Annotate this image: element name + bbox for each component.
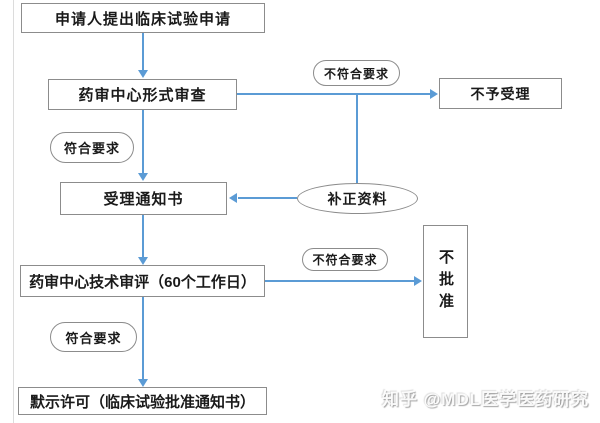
- arrow-formal-to-acceptance-line: [142, 110, 144, 174]
- connector-supplement-line: [356, 94, 358, 183]
- label-technical-fail: 不符合要求: [302, 248, 388, 271]
- arrow-submit-to-formal-line: [142, 33, 144, 71]
- node-acceptance-notice: 受理通知书: [60, 182, 227, 215]
- node-formal-review: 药审中心形式审查: [48, 79, 237, 110]
- arrow-acceptance-to-technical-head: [138, 257, 148, 265]
- arrow-formal-to-notaccepted-line: [237, 93, 432, 95]
- arrow-formal-to-notaccepted-head: [430, 89, 438, 99]
- label-formal-fail: 不符合要求: [313, 60, 400, 86]
- node-technical-review: 药审中心技术审评（60个工作日）: [20, 265, 265, 297]
- arrow-technical-to-notapproved-line: [265, 280, 415, 282]
- arrow-submit-to-formal-head: [138, 70, 148, 78]
- label-formal-pass: 符合要求: [50, 132, 134, 163]
- node-implied-license: 默示许可（临床试验批准通知书）: [18, 387, 267, 415]
- watermark-text: 知乎 @MDL医学医药研究: [382, 390, 590, 409]
- arrow-technical-to-license-line: [142, 297, 144, 380]
- label-technical-pass: 符合要求: [50, 322, 137, 352]
- arrow-supplement-to-acceptance-head: [229, 193, 237, 203]
- arrow-formal-to-acceptance-head: [138, 173, 148, 181]
- arrow-supplement-to-acceptance-line: [238, 197, 297, 199]
- arrow-acceptance-to-technical-line: [142, 215, 144, 258]
- node-applicant-submit: 申请人提出临床试验申请: [21, 3, 265, 33]
- node-not-accepted: 不予受理: [439, 78, 562, 109]
- left-frame-line: [13, 0, 14, 423]
- node-supplementary-materials: 补正资料: [297, 183, 418, 214]
- node-not-approved: 不批准: [423, 225, 468, 338]
- arrow-technical-to-notapproved-head: [414, 276, 422, 286]
- arrow-technical-to-license-head: [138, 379, 148, 387]
